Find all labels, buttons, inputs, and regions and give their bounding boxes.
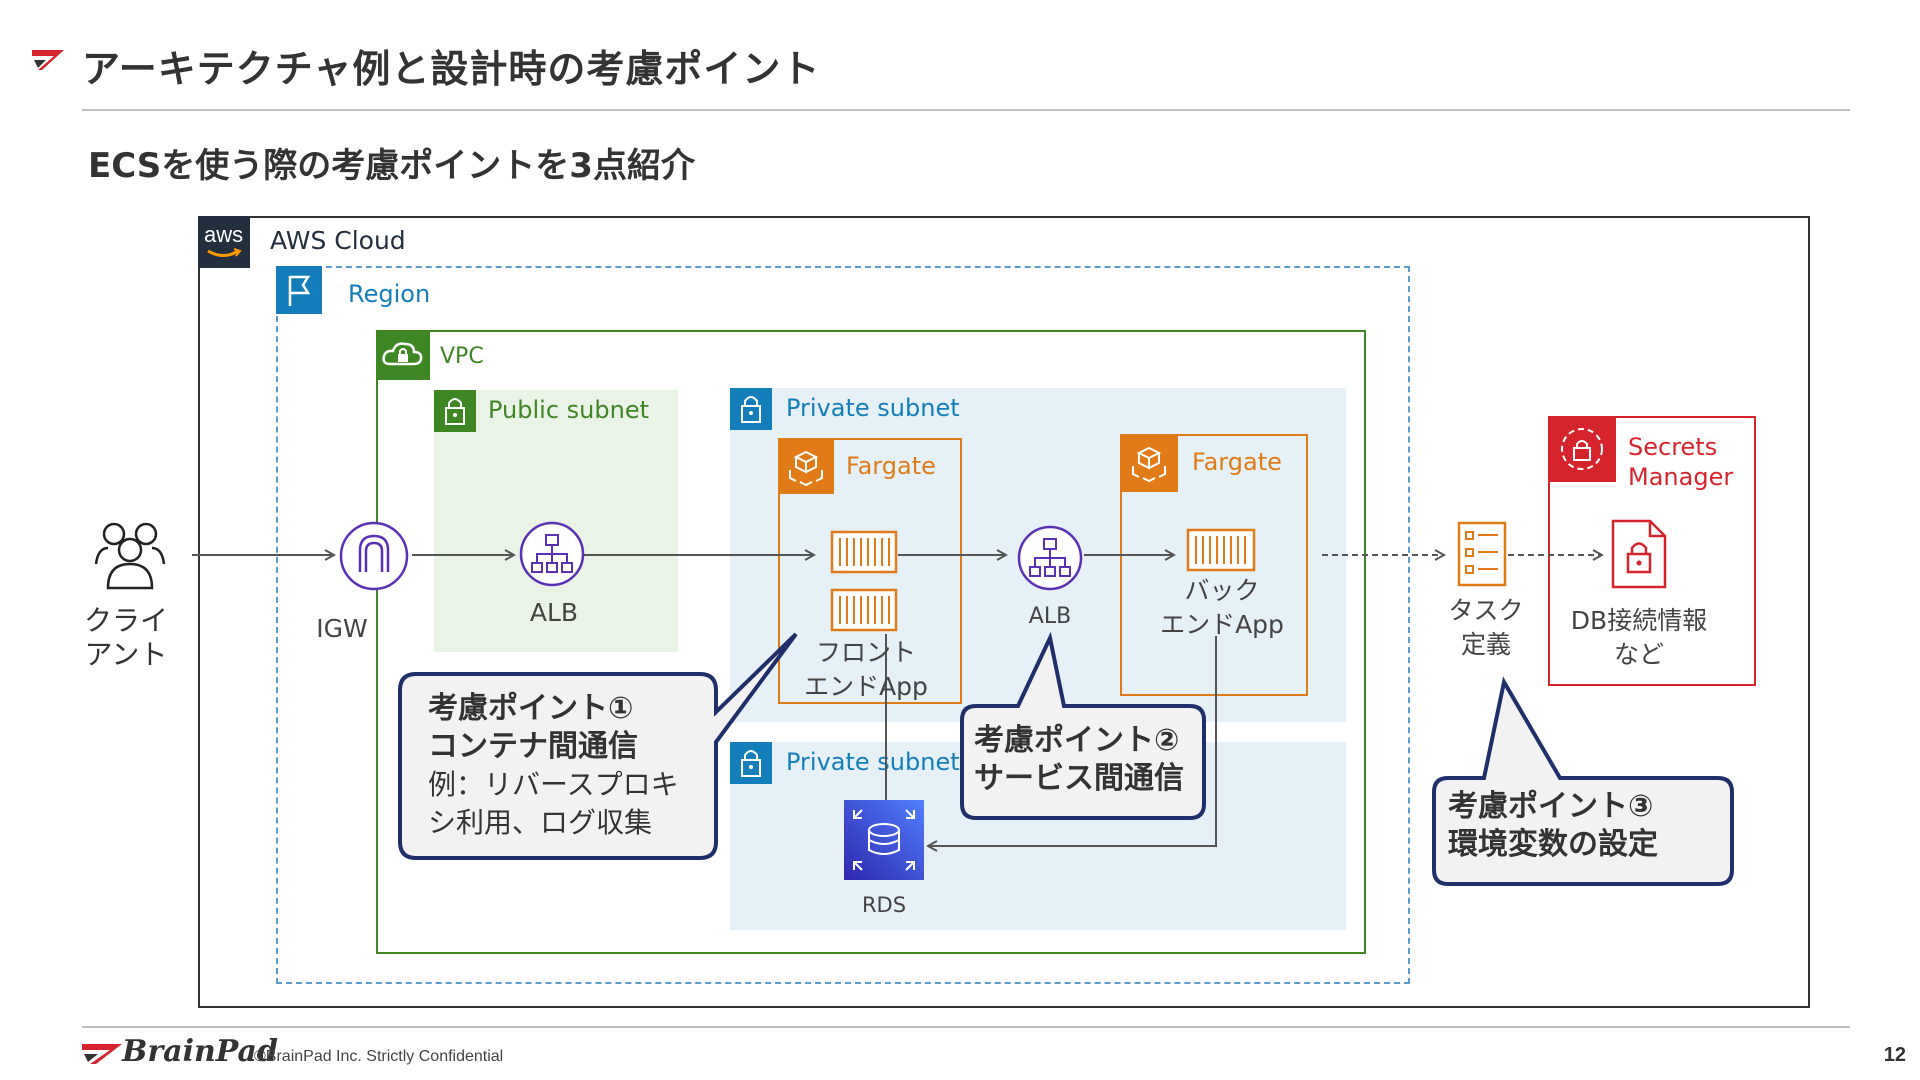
- private-subnet-2-lock-icon: [730, 742, 772, 784]
- internet-gateway-icon: [339, 521, 409, 591]
- frontend-app-label: フロントエンドApp: [804, 638, 928, 701]
- container-icon: [1186, 528, 1256, 572]
- aws-cloud-label: AWS Cloud: [270, 226, 406, 255]
- brand-mark-icon: [32, 50, 64, 70]
- callout-point-1: [398, 632, 798, 860]
- vpc-cloud-icon: [376, 330, 430, 380]
- fargate-frontend-frame: [778, 438, 962, 704]
- client-label: クライアント: [83, 604, 168, 671]
- rds-database-icon: [844, 800, 924, 880]
- callout-point-1-text: 考慮ポイント① コンテナ間通信 例：リバースプロキ シ利用、ログ収集: [428, 691, 679, 839]
- task-definition-label: タスク定義: [1448, 596, 1524, 659]
- fargate-frontend-label: Fargate: [846, 452, 936, 480]
- public-subnet-label: Public subnet: [488, 396, 649, 424]
- slide-title: アーキテクチャ例と設計時の考慮ポイント: [82, 47, 821, 91]
- igw-label: IGW: [316, 614, 368, 643]
- private-subnet-1-label: Private subnet: [786, 394, 960, 422]
- load-balancer-icon: [1017, 525, 1083, 591]
- slide-subtitle: ECSを使う際の考慮ポイントを3点紹介: [88, 146, 695, 186]
- fargate-backend-label: Fargate: [1192, 448, 1282, 476]
- copyright-text: ©BrainPad Inc. Strictly Confidential: [254, 1048, 504, 1065]
- db-connection-info-label: DB接続情報など: [1570, 606, 1708, 669]
- aws-cloud-frame: [198, 216, 1810, 1008]
- public-subnet-lock-icon: [434, 390, 476, 432]
- fargate-backend-frame: [1120, 434, 1308, 696]
- brainpad-logo-icon: [82, 1044, 122, 1064]
- users-icon: [94, 522, 166, 590]
- rds-label: RDS: [861, 893, 907, 917]
- region-flag-icon: [276, 266, 322, 314]
- load-balancer-icon: [519, 521, 585, 587]
- fargate-icon: [1120, 434, 1178, 492]
- vpc-frame: [376, 330, 1366, 954]
- brainpad-logo-text: BrainPad: [122, 1034, 278, 1069]
- alb-private-label: ALB: [1028, 604, 1072, 629]
- callout-point-3-text: 考慮ポイント③ 環境変数の設定: [1448, 789, 1658, 862]
- callout-point-2: [960, 631, 1206, 820]
- callout-point-3: [1432, 676, 1734, 886]
- public-subnet-frame: [434, 390, 678, 652]
- region-frame: [276, 266, 1410, 984]
- secrets-manager-icon: [1548, 416, 1616, 482]
- alb-public-label: ALB: [529, 598, 579, 627]
- page-number: 12: [1883, 1044, 1906, 1066]
- fargate-icon: [778, 438, 834, 494]
- backend-app-label: バックエンドApp: [1160, 576, 1284, 639]
- aws-logo-icon: aws: [198, 216, 250, 268]
- private-subnet-1-lock-icon: [730, 388, 772, 430]
- region-label: Region: [348, 280, 431, 308]
- secrets-manager-frame: [1548, 416, 1756, 686]
- title-divider: [82, 109, 1850, 111]
- task-definition-icon: [1457, 521, 1507, 587]
- callout-point-2-text: 考慮ポイント② サービス間通信: [974, 723, 1184, 796]
- private-subnet-2-label: Private subnet: [786, 748, 960, 776]
- footer-divider: [82, 1026, 1850, 1028]
- arrow-backend-rds: [928, 636, 1217, 846]
- container-icon: [830, 530, 898, 632]
- vpc-label: VPC: [440, 344, 484, 369]
- secret-document-icon: [1611, 519, 1667, 589]
